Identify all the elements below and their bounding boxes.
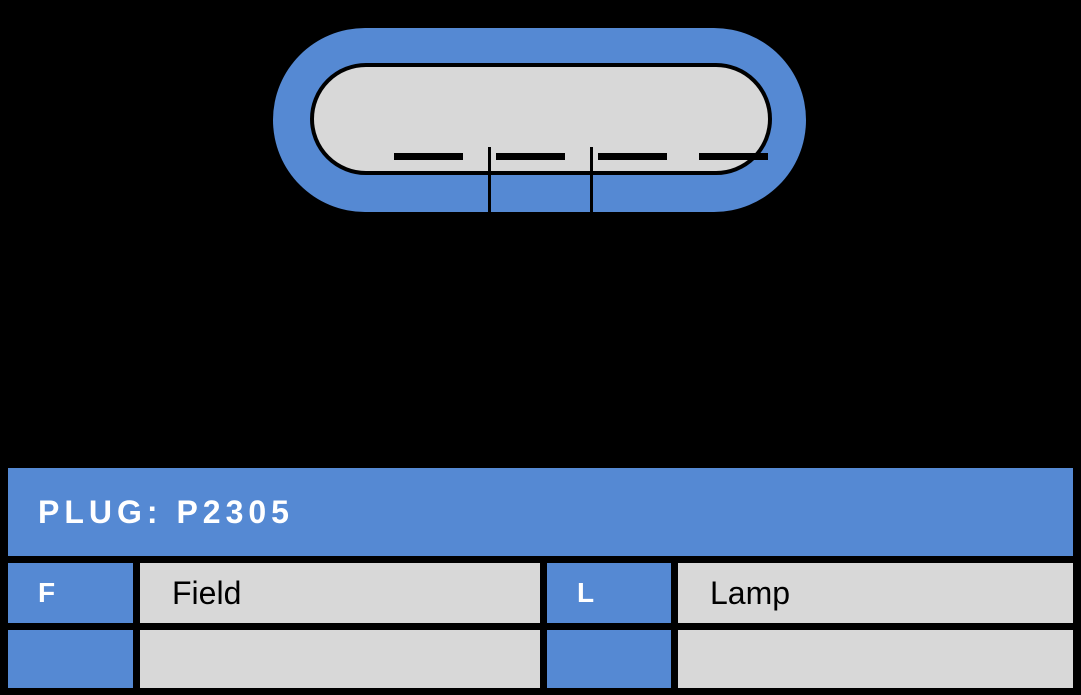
- pin-slot-1: [394, 153, 463, 160]
- connector-cavity: [310, 63, 772, 175]
- table-title: PLUG: P2305: [8, 468, 1073, 556]
- pinout-table: PLUG: P2305 F Field L Lamp: [0, 463, 1081, 695]
- pin-slot-4: [699, 153, 768, 160]
- pin-slot-2: [496, 153, 565, 160]
- leader-line-pin-2: [488, 147, 491, 212]
- connector-plug-face: [273, 28, 806, 212]
- pin-code-cell-empty: [8, 630, 133, 688]
- pin-code-cell-l: L: [547, 563, 671, 623]
- table-row: F Field L Lamp: [8, 563, 1073, 623]
- pin-function-cell-field: Field: [140, 563, 540, 623]
- pin-function-cell-lamp: Lamp: [678, 563, 1073, 623]
- pin-code-cell-f: F: [8, 563, 133, 623]
- pin-function-cell-empty: [140, 630, 540, 688]
- pin-code-cell-empty: [547, 630, 671, 688]
- pin-slot-3: [598, 153, 667, 160]
- table-row: [8, 630, 1073, 688]
- pin-function-cell-empty: [678, 630, 1073, 688]
- leader-line-pin-3: [590, 147, 593, 212]
